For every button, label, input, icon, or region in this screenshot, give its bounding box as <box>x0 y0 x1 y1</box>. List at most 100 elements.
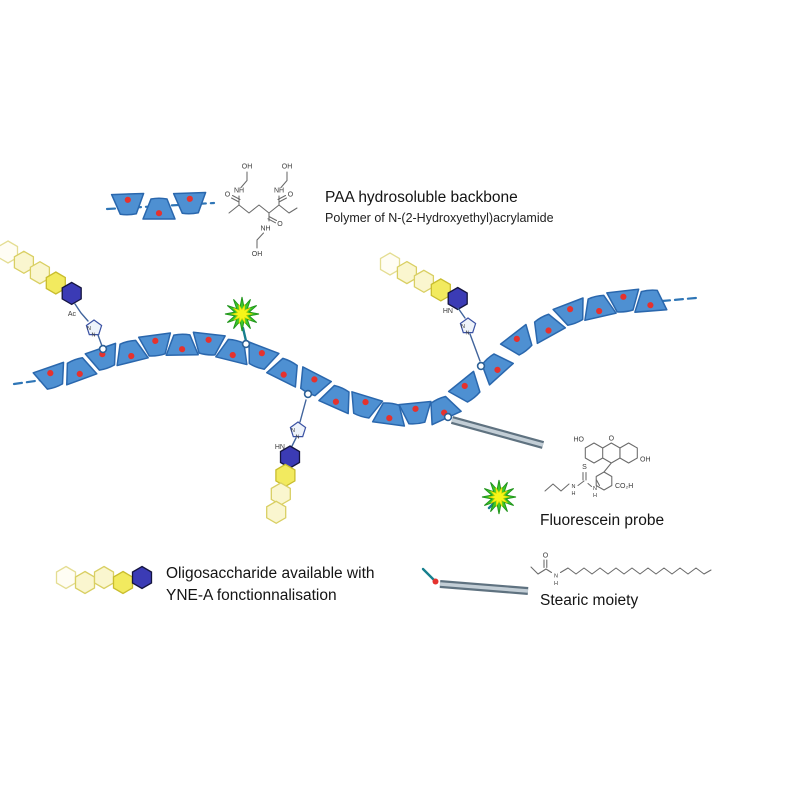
monomer-unit <box>398 400 434 426</box>
attachment-circle <box>443 412 453 422</box>
linker-bond <box>469 333 481 362</box>
fluorescein-legend: HO O OH CO₂H N H N H S Fluorescein probe <box>481 436 664 529</box>
stearic-rod-core <box>439 582 529 593</box>
chain-dash-left <box>12 378 44 386</box>
sugar-hexagon <box>266 500 287 524</box>
stearic-moiety-main <box>450 416 545 449</box>
chem-label-co2h: CO₂H <box>615 483 633 490</box>
chem-label-o: O <box>277 221 283 228</box>
chem-label-oh: OH <box>282 164 293 171</box>
polymer-chain <box>12 288 698 427</box>
sugar-hexagon <box>93 565 115 590</box>
chem-label-n: N <box>554 574 558 580</box>
sugar-hexagon <box>112 570 134 595</box>
oligo-label-line1: Oligosaccharide available with <box>166 565 375 582</box>
chem-label-nh: NH <box>234 188 244 195</box>
starburst-layer <box>488 486 510 508</box>
oligo-branch-bottom-hexes <box>266 445 301 524</box>
oligo-label-line2: YNE-A fonctionnalisation <box>166 587 337 604</box>
oligo-branch-top-left: Ac N N <box>0 240 103 347</box>
chem-label-s: S <box>582 464 587 471</box>
chem-label-n: N <box>593 486 597 492</box>
fluorescein-star-main <box>224 296 260 332</box>
attachment-circle <box>476 361 486 371</box>
legend-monomer-unit <box>142 197 176 220</box>
oligo-branch-bottom: N N HN <box>266 399 307 524</box>
chem-label-hn: HN <box>443 308 453 315</box>
sugar-hexagon <box>55 565 77 590</box>
monomer-unit <box>499 323 540 362</box>
attachment-circle <box>98 344 108 354</box>
sugar-hexagon <box>430 278 451 302</box>
sugar-hexagon <box>396 260 418 285</box>
oligosaccharide-legend: Oligosaccharide available with YNE-A fon… <box>55 565 375 604</box>
chem-label-oh: OH <box>640 457 651 464</box>
sugar-hexagon <box>279 445 301 469</box>
stearic-zigzag <box>559 567 712 575</box>
monomer-unit <box>447 370 488 409</box>
chem-label-n: N <box>572 484 576 490</box>
backbone-subtitle: Polymer of N-(2-Hydroxyethyl)acrylamide <box>325 211 554 225</box>
monomer-unit <box>32 361 72 394</box>
polymer-chain-fans <box>32 288 668 427</box>
attachment-circle <box>303 389 313 399</box>
chem-label-o: O <box>288 192 294 199</box>
sugar-hexagon <box>379 252 401 276</box>
chem-label-o: O <box>609 436 615 443</box>
fluorescein-link <box>241 326 248 343</box>
backbone-legend-fans <box>110 191 208 220</box>
legend-monomer-unit <box>172 191 208 216</box>
linker-bond <box>97 334 103 347</box>
legend-monomer-unit <box>110 192 146 217</box>
chem-label-n: N <box>92 333 96 339</box>
sugar-hexagon <box>61 281 82 306</box>
chem-label-h: H <box>593 493 597 499</box>
linker-bond <box>299 399 307 423</box>
sugar-hexagon <box>275 463 296 488</box>
chem-label-o: O <box>225 192 231 199</box>
fluorescein-label: Fluorescein probe <box>540 512 664 529</box>
chem-label-oh: OH <box>242 164 253 171</box>
attachment-points <box>98 339 486 422</box>
sugar-hexagon <box>447 286 468 311</box>
stearic-legend: O N H Stearic moiety <box>421 553 712 609</box>
chem-label-nh: NH <box>274 188 284 195</box>
chain-dash-right <box>660 296 698 303</box>
paa-double-bonds <box>230 194 288 224</box>
chem-label-hn: HN <box>275 444 285 451</box>
backbone-legend: OH OH OH NH NH NH O O O PAA hydrosoluble… <box>105 164 554 258</box>
paa-chem-structure: OH OH OH NH NH NH O O O <box>225 164 298 258</box>
stearic-rod-main <box>450 416 545 449</box>
oligo-branch-top-right: HN N N <box>379 252 481 362</box>
red-dot <box>432 578 439 585</box>
stearic-legend-link <box>421 567 436 582</box>
backbone-title: PAA hydrosoluble backbone <box>325 189 518 206</box>
fluorescein-star-legend <box>481 479 517 515</box>
oligo-legend-hexes <box>55 565 153 595</box>
stearic-head-bonds <box>530 559 553 575</box>
monomer-unit <box>165 333 199 357</box>
fluorescein-probe-main <box>224 296 260 343</box>
chem-label-n: N <box>461 324 465 330</box>
attachment-circle <box>241 339 251 349</box>
sugar-hexagon <box>74 570 96 595</box>
oligo-branch-top-right-hexes <box>379 252 468 311</box>
chem-label-h: H <box>554 581 558 587</box>
chem-label-oh: OH <box>252 251 263 258</box>
chem-label-n: N <box>87 326 91 332</box>
chem-label-o: O <box>543 553 549 560</box>
chem-label-ho: HO <box>574 437 585 444</box>
sugar-hexagon <box>270 482 291 506</box>
chem-label-h: H <box>572 491 576 497</box>
starburst-layer <box>231 303 253 325</box>
chem-label-n: N <box>466 331 470 337</box>
fluorescein-chem-structure: HO O OH CO₂H N H N H S <box>544 436 651 499</box>
chem-label-nh: NH <box>260 226 270 233</box>
chem-label-ac: Ac <box>68 311 77 318</box>
stearic-label: Stearic moiety <box>540 592 638 609</box>
stearic-rod-core <box>451 418 544 447</box>
chem-label-n: N <box>296 435 300 441</box>
stearic-rod-legend <box>439 580 529 595</box>
